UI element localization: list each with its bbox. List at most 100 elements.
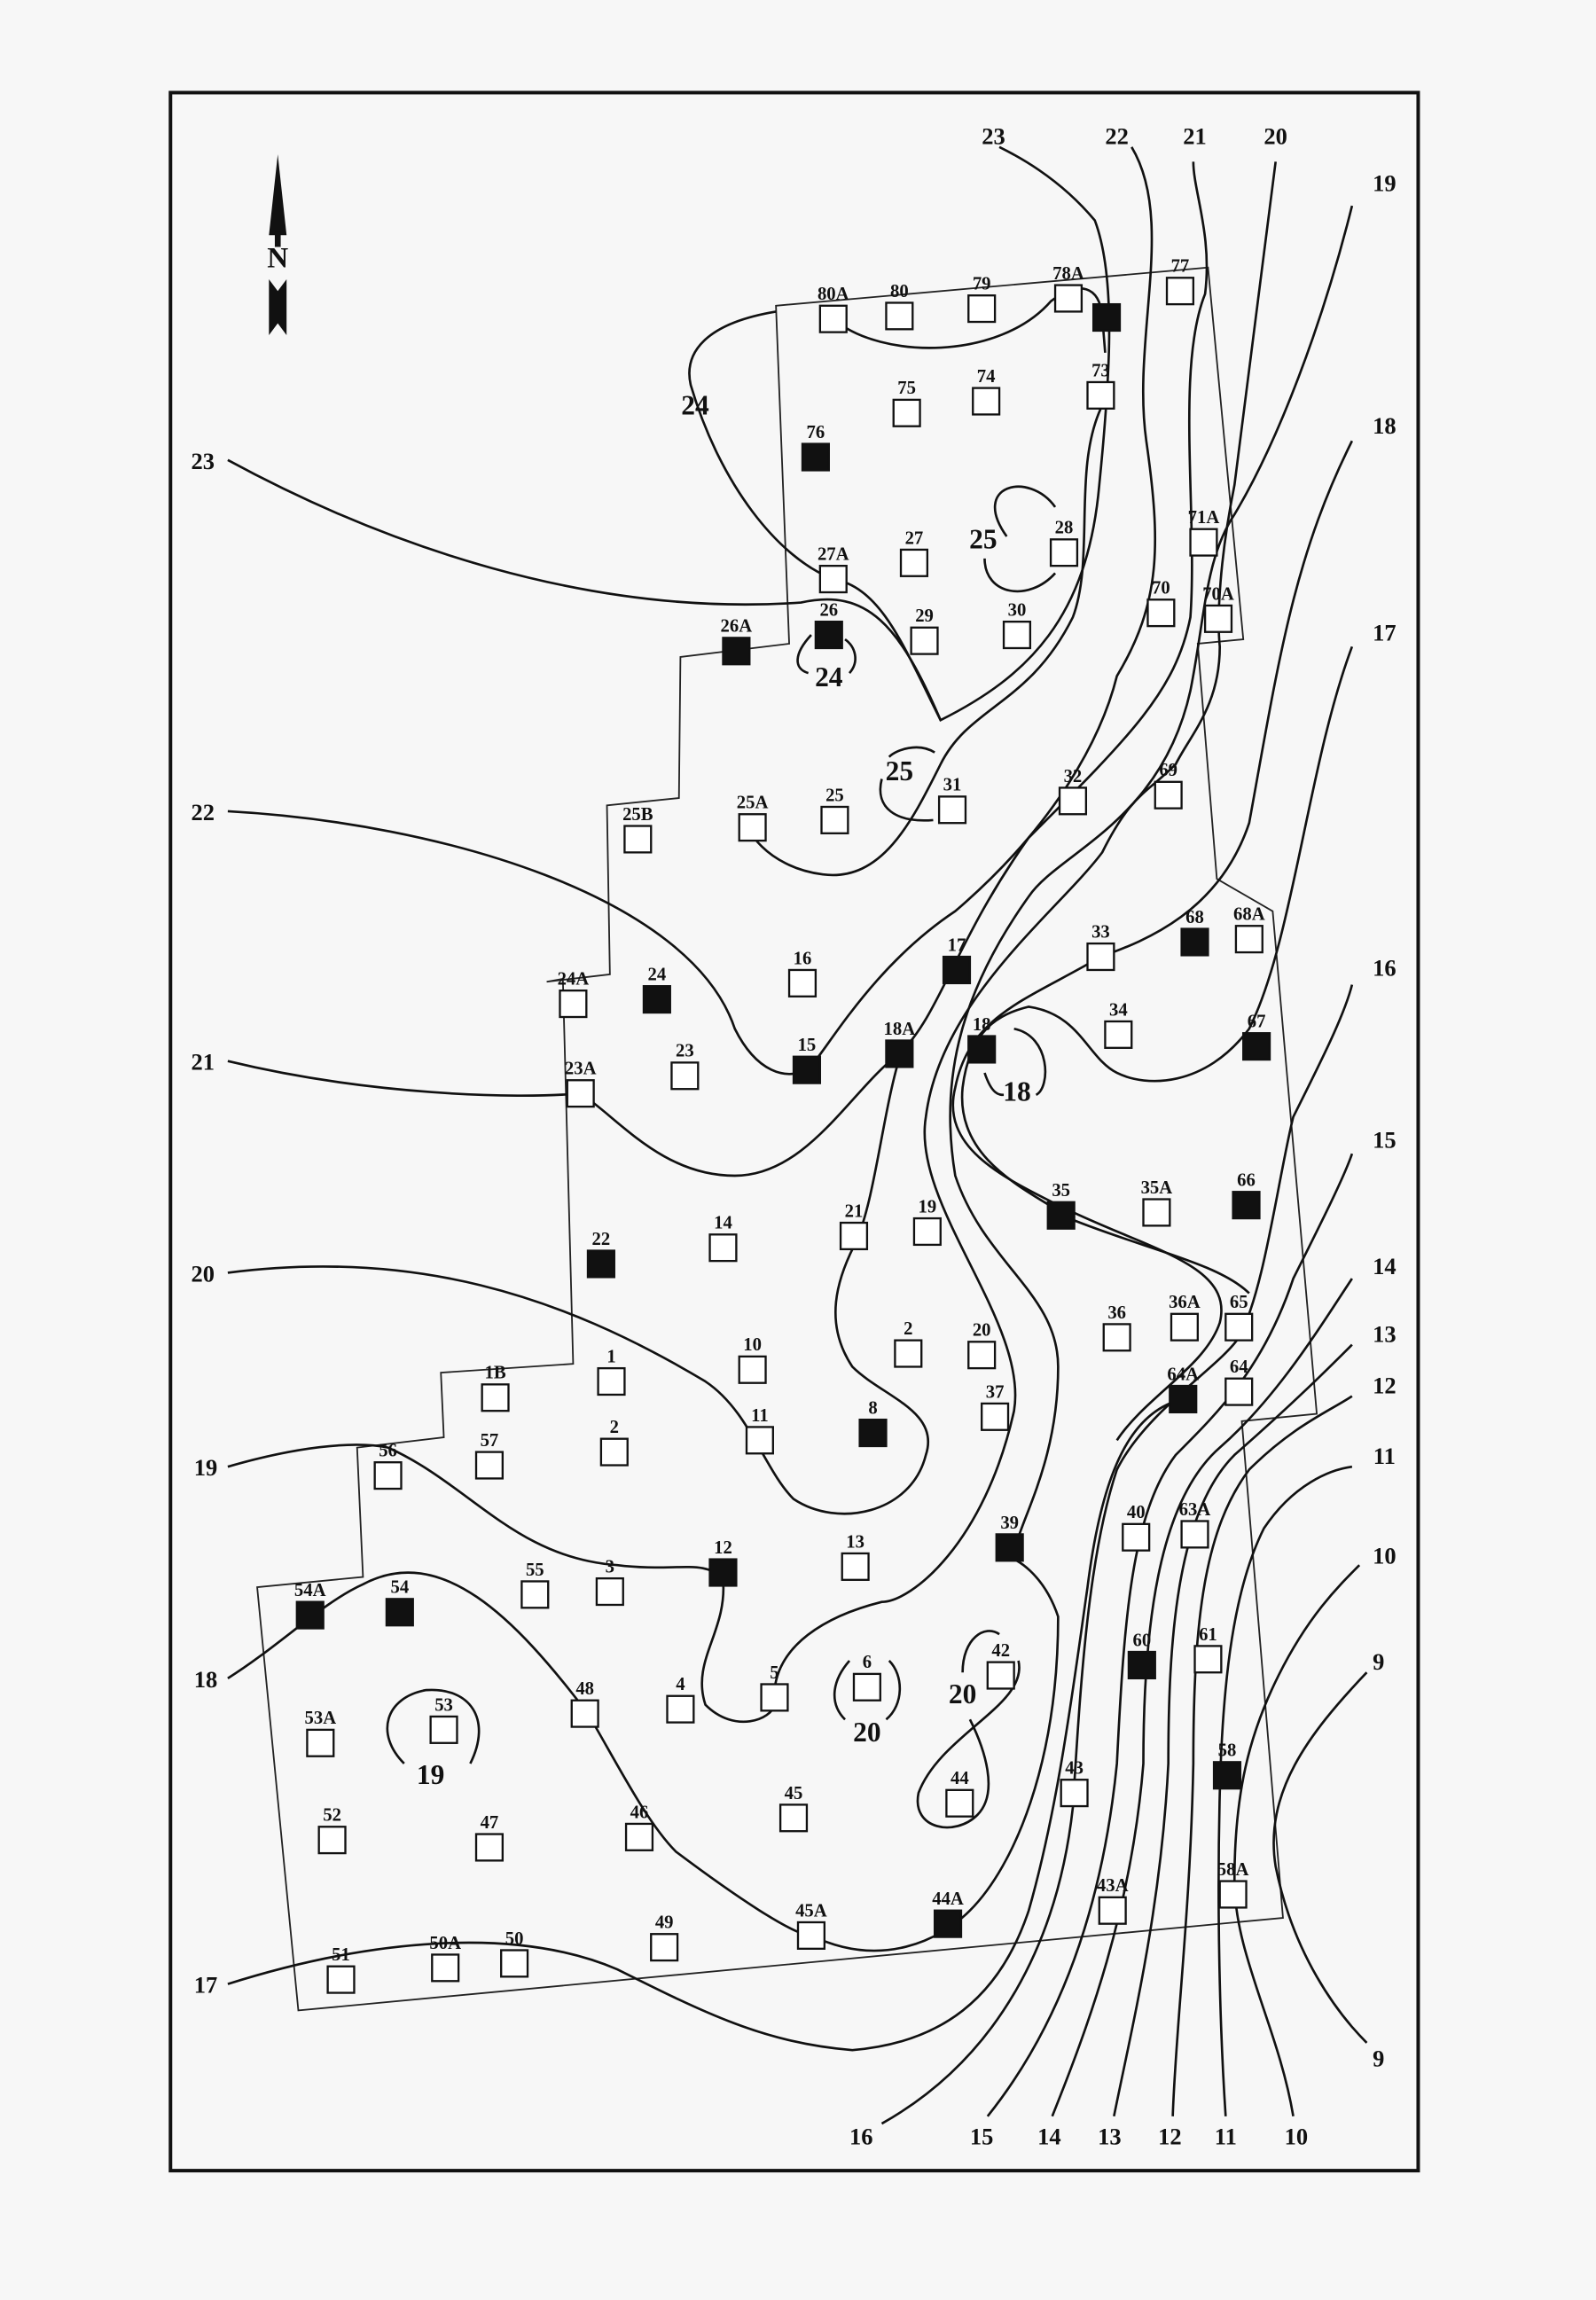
well-marker: 58 [1212,1741,1242,1790]
filled-well-square-icon [814,620,843,650]
filled-well-square-icon [885,1039,914,1068]
open-well-square-icon [967,1341,997,1370]
contour-18-loop [983,1027,1047,1097]
well-label: 47 [481,1813,499,1833]
contour-25-loop-south [879,746,935,822]
well-label: 2 [904,1319,912,1339]
well-marker: 20 [967,1321,997,1370]
open-well-square-icon [1142,1198,1171,1227]
well-label: 5 [770,1663,778,1683]
well-label: 80 [890,282,909,301]
well-marker: 19 [912,1197,942,1247]
well-label: 36A [1169,1293,1201,1312]
well-label: 63A [1179,1500,1211,1520]
well-label: 19 [919,1197,937,1216]
filled-well-square-icon [1212,1761,1242,1790]
well-marker: 23 [670,1042,700,1091]
well-marker: 35A [1141,1178,1173,1227]
well-label: 44 [951,1769,969,1788]
open-well-square-icon [1170,1312,1199,1342]
well-marker: 51 [326,1945,356,1994]
filled-well-square-icon [295,1600,325,1630]
contour-23 [227,145,1111,723]
well-label: 29 [915,606,934,626]
contour-label-right: 9 [1373,2045,1384,2071]
well-marker: 24A [558,970,589,1019]
well-marker: 54 [385,1578,414,1627]
well-marker: 47 [474,1813,505,1862]
well-marker: 14 [708,1214,738,1263]
well-marker: 70 [1146,579,1176,628]
well-label: 58A [1217,1860,1249,1880]
open-well-square-icon [666,1694,695,1724]
well-marker: 27A [818,545,849,594]
well-marker: 58A [1217,1860,1249,1909]
well-label: 68A [1233,905,1265,925]
contour-label-interior: 20 [949,1678,976,1709]
well-label: 57 [481,1431,499,1451]
contour-label-left: 22 [191,799,214,825]
open-well-square-icon [1098,1896,1127,1925]
contour-label-interior: 24 [681,389,709,420]
open-well-square-icon [778,1803,809,1833]
well-marker: 29 [910,606,939,655]
well-label: 35A [1141,1178,1173,1198]
open-well-square-icon [910,626,939,655]
well-marker: 16 [787,949,818,997]
well-marker: 34 [1104,1000,1133,1049]
contour-label-interior: 25 [969,523,997,554]
contour-label-interior: 18 [1003,1076,1030,1107]
well-label: 48 [575,1679,594,1699]
well-marker: 26A [721,617,752,666]
well-marker: 71A [1188,508,1219,557]
well-marker: 18 [967,1015,997,1064]
well-label: 60 [1132,1631,1151,1650]
contour-label-right: 15 [1373,1127,1396,1154]
contour-13 [1113,1343,1353,2117]
well-marker: 69 [1154,761,1183,810]
well-marker: 17 [942,935,972,985]
well-label: 23 [676,1042,694,1061]
well-marker: 54A [294,1581,326,1630]
contour-20-loop-6 [833,1660,902,1721]
open-well-square-icon [599,1437,629,1467]
well-label: 18A [884,1020,916,1039]
well-marker: 53A [304,1709,336,1757]
open-well-square-icon [899,548,929,577]
well-label: 52 [323,1806,341,1826]
filled-well-square-icon [722,637,751,666]
open-well-square-icon [1189,528,1218,557]
well-marker: 76 [801,423,830,472]
contour-label-left: 21 [191,1049,214,1076]
open-well-square-icon [760,1683,789,1712]
open-well-square-icon [1060,1779,1089,1808]
well-label: 6 [863,1653,872,1672]
well-label: 79 [973,275,991,294]
open-well-square-icon [1165,277,1195,306]
contour-22 [227,146,1157,1076]
well-label: 67 [1248,1013,1266,1032]
well-marker: 46 [624,1803,654,1851]
well-marker: 40 [1122,1503,1151,1552]
filled-well-square-icon [586,1249,615,1279]
well-marker: 5 [760,1663,789,1712]
well-marker: 79 [967,275,997,324]
contour-14 [1051,1278,1353,2117]
filled-well-square-icon [792,1055,822,1084]
open-well-square-icon [818,565,848,594]
contour-24-loop [796,634,857,675]
contour-label-interior: 20 [853,1717,880,1748]
open-well-square-icon [839,1221,869,1251]
well-marker: 44A [932,1889,964,1938]
open-well-square-icon [841,1552,870,1581]
well-marker: 68 [1180,908,1209,957]
open-well-square-icon [474,1451,505,1480]
contour-value-labels: 23 22 21 20 19 18 17 16 15 14 13 12 11 1… [191,122,1396,2149]
contour-label-bottom: 12 [1158,2123,1182,2149]
well-marker: 12 [708,1538,738,1587]
well-marker: 35 [1046,1181,1076,1230]
open-well-square-icon [912,1216,942,1247]
well-label: 4 [676,1675,685,1694]
open-well-square-icon [894,1339,923,1368]
